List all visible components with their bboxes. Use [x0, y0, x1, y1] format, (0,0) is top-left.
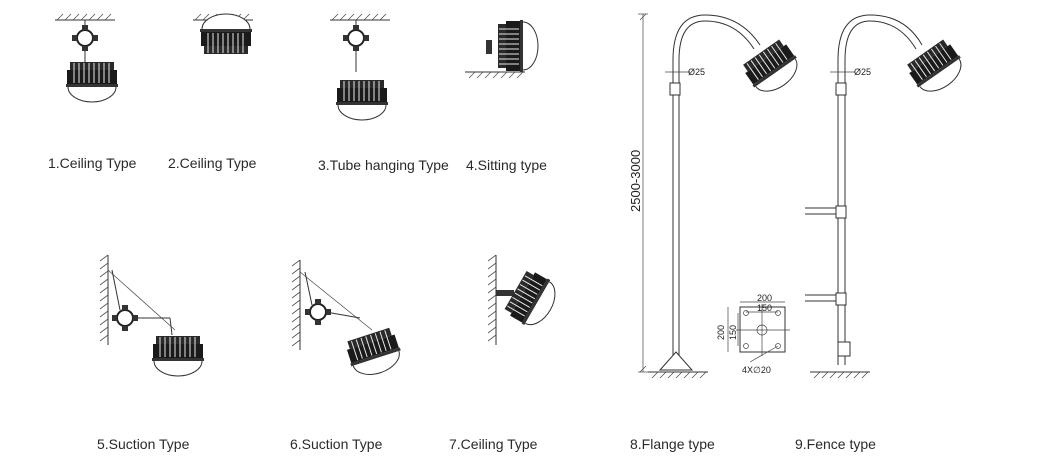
fence-type-drawing: Ø25	[805, 14, 970, 379]
label-flange-type: 8.Flange type	[630, 436, 715, 452]
label-ceiling-type-1: 1.Ceiling Type	[48, 155, 137, 171]
label-fence-type: 9.Fence type	[795, 436, 876, 452]
label-suction-type-6: 6.Suction Type	[290, 436, 383, 452]
ceiling-type-2-drawing	[192, 13, 254, 55]
label-ceiling-type-7: 7.Ceiling Type	[449, 436, 538, 452]
ceiling-type-7-drawing	[487, 254, 564, 346]
label-sitting-type: 4.Sitting type	[466, 157, 547, 173]
label-suction-type-5: 5.Suction Type	[97, 436, 190, 452]
flange-type-drawing: 2500-3000 Ø25 200 150 200 150 4X∅20	[628, 13, 806, 379]
pipe-dia-fence: Ø25	[854, 67, 871, 77]
flange-outer-width: 200	[757, 293, 772, 303]
flange-side-outer: 200	[716, 325, 726, 340]
suction-type-5-drawing	[99, 254, 205, 377]
sitting-type-drawing	[464, 19, 539, 79]
label-tube-hanging-type: 3.Tube hanging Type	[318, 157, 449, 173]
flange-side-inner: 150	[728, 325, 738, 340]
label-ceiling-type-2: 2.Ceiling Type	[168, 155, 257, 171]
suction-type-6-drawing	[291, 259, 406, 382]
pole-height-dim: 2500-3000	[628, 150, 643, 212]
pipe-dia-flange: Ø25	[688, 67, 705, 77]
tube-hanging-type-drawing	[329, 13, 391, 121]
ceiling-type-1-drawing	[54, 13, 119, 103]
flange-holes: 4X∅20	[742, 365, 771, 375]
flange-inner-width: 150	[757, 303, 772, 313]
